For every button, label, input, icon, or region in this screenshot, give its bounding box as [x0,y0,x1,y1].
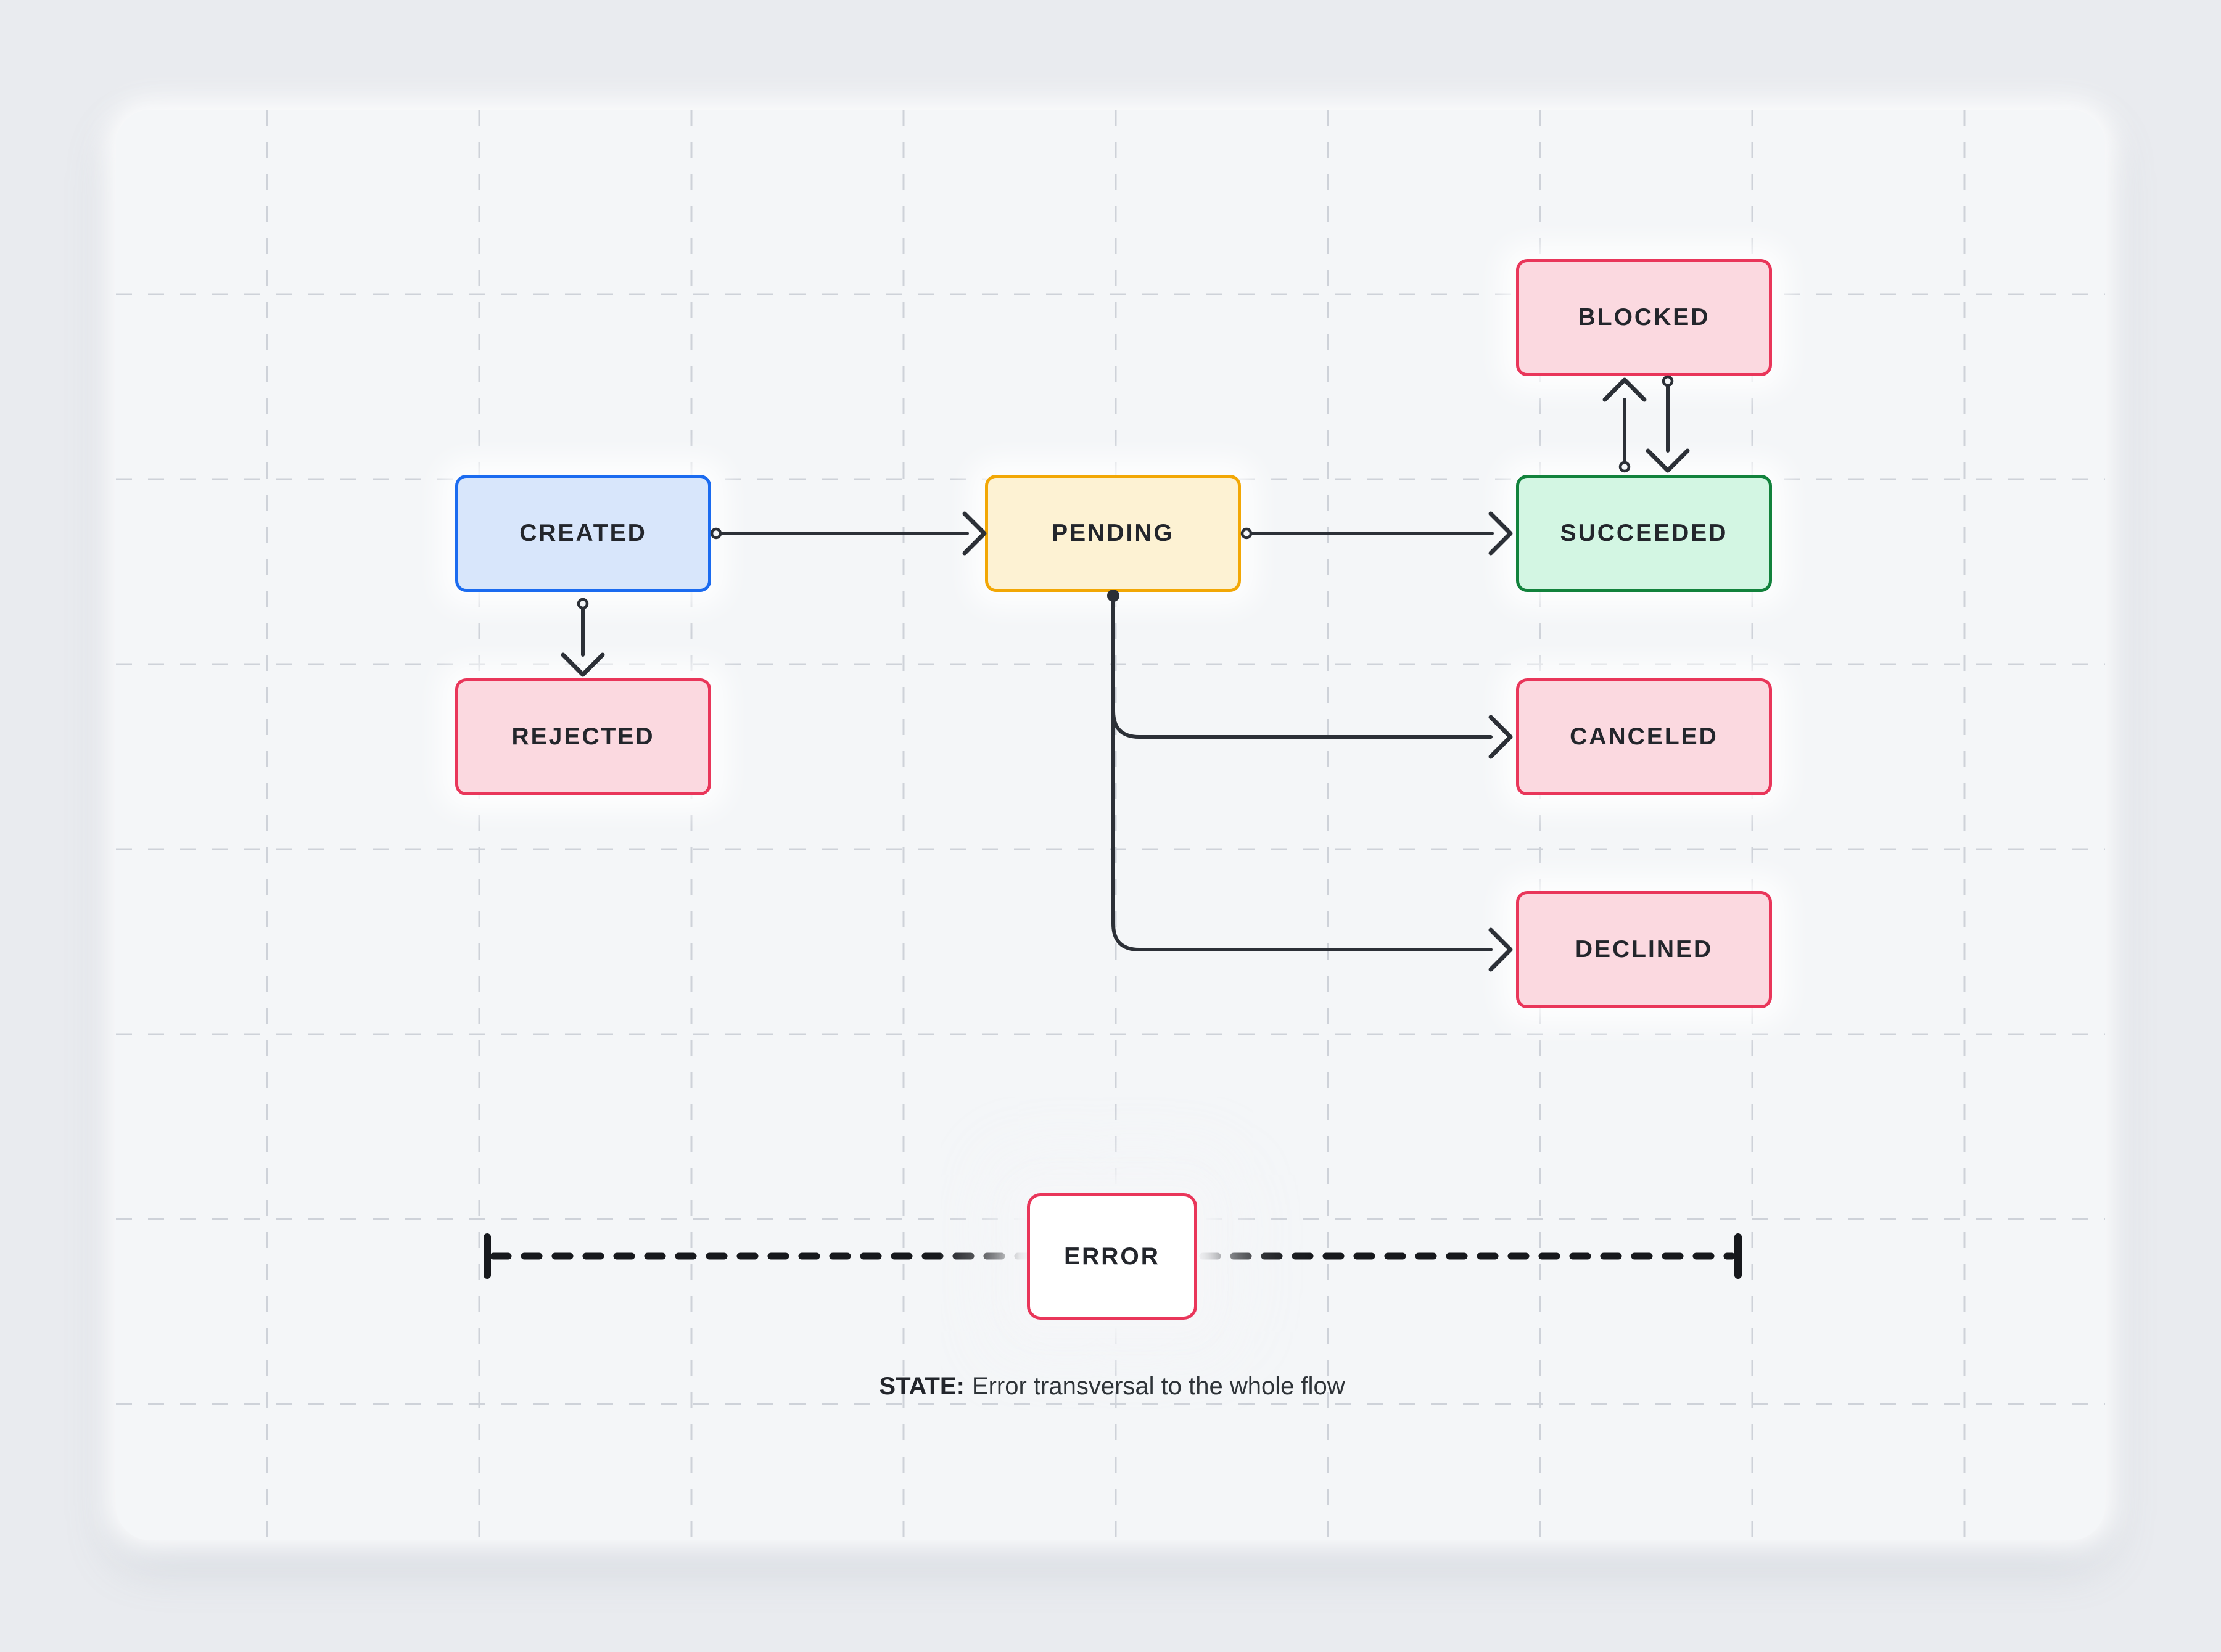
arrowhead-right-icon [1488,511,1513,556]
edge-start-dot [577,598,589,610]
arrowhead-right-icon [1488,715,1513,759]
state-node-pending[interactable]: PENDING [985,475,1241,592]
edge-succeeded-blocked[interactable] [1602,377,1647,473]
state-node-error-label: ERROR [1064,1243,1160,1270]
edge-start-dot [1662,375,1674,387]
state-node-declined[interactable]: DECLINED [1516,891,1772,1008]
edge-start-dot [710,527,722,540]
diagram-canvas-card [116,110,2105,1540]
state-node-blocked[interactable]: BLOCKED [1516,259,1772,376]
state-node-created[interactable]: CREATED [455,475,711,592]
state-node-declined-label: DECLINED [1575,936,1713,963]
state-node-succeeded-label: SUCCEEDED [1560,520,1728,546]
edge-created-rejected[interactable] [561,598,605,677]
arrowhead-right-icon [1488,927,1513,972]
caption-prefix: STATE: [879,1373,965,1400]
edge-pending-succeeded[interactable] [1240,511,1513,556]
arrowhead-down-icon [561,652,605,677]
arrowhead-up-icon [1602,377,1647,402]
state-node-blocked-label: BLOCKED [1578,304,1710,331]
edge-created-pending[interactable] [710,511,987,556]
caption-text: Error transversal to the whole flow [971,1373,1345,1400]
state-node-rejected[interactable]: REJECTED [455,678,711,795]
arrowhead-down-icon [1646,448,1690,473]
state-node-canceled-label: CANCELED [1570,723,1718,750]
state-node-pending-label: PENDING [1052,520,1174,546]
arrowhead-right-icon [962,511,987,556]
state-node-created-label: CREATED [519,520,647,546]
diagram-caption: STATE:Error transversal to the whole flo… [879,1373,1345,1400]
state-node-canceled[interactable]: CANCELED [1516,678,1772,795]
edge-pending-declined[interactable] [1111,594,1513,972]
edge-start-dot [1618,461,1631,473]
edge-start-dot [1240,527,1253,540]
state-node-rejected-label: REJECTED [511,723,655,750]
edge-blocked-succeeded[interactable] [1646,375,1690,473]
state-node-error[interactable]: ERROR [1027,1193,1197,1320]
state-node-succeeded[interactable]: SUCCEEDED [1516,475,1772,592]
